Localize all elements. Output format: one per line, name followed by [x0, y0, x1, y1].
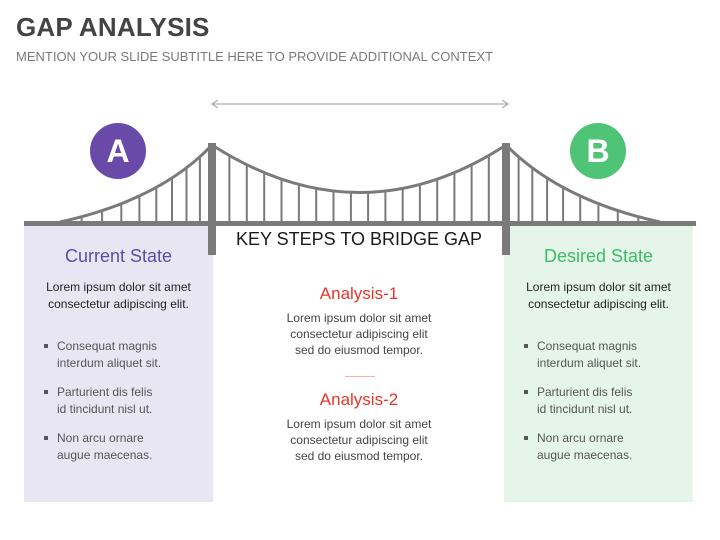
marker-b-letter: B [586, 132, 610, 169]
desired-state-bullets: Consequat magnis interdum aliquet sit. P… [522, 338, 685, 476]
current-state-heading: Current State [64, 246, 173, 266]
marker-b-circle: B [570, 123, 626, 179]
bridge-tower-right [502, 143, 510, 255]
desired-state-heading: Desired State [543, 246, 654, 266]
bullet-line: Parturient dis felis [57, 385, 153, 399]
desired-state-desc-line: Lorem ipsum dolor sit amet [526, 280, 671, 294]
bullet-line: Parturient dis felis [537, 385, 633, 399]
analysis-1-heading: Analysis-1 [319, 284, 399, 303]
current-state-bullet: Consequat magnis interdum aliquet sit. [42, 338, 205, 372]
analysis-line: sed do eiusmod tempor. [294, 449, 424, 463]
bridge-main-cable-left [59, 143, 214, 224]
current-state-desc-line: consectetur adipiscing elit. [48, 297, 189, 311]
key-steps-heading: KEY STEPS TO BRIDGE GAP [235, 229, 483, 249]
desired-state-bullet: Non arcu ornare augue maecenas. [522, 430, 685, 464]
bridge-main-cable-right [504, 143, 661, 224]
analysis-divider [345, 376, 375, 377]
current-state-bullet: Parturient dis felis id tincidunt nisl u… [42, 384, 205, 418]
bullet-line: interdum aliquet sit. [57, 356, 162, 370]
analysis-line: consectetur adipiscing elit [290, 433, 428, 447]
analysis-line: Lorem ipsum dolor sit amet [286, 311, 432, 325]
desired-state-desc-line: consectetur adipiscing elit. [528, 297, 669, 311]
current-state-desc-line: Lorem ipsum dolor sit amet [46, 280, 191, 294]
current-state-bullets: Consequat magnis interdum aliquet sit. P… [42, 338, 205, 476]
bullet-line: id tincidunt nisl ut. [537, 402, 633, 416]
bridge-tower-left [208, 143, 216, 255]
analysis-1-text: Lorem ipsum dolor sit amet consectetur a… [214, 310, 504, 358]
bullet-line: augue maecenas. [57, 448, 153, 462]
marker-a-circle: A [90, 123, 146, 179]
desired-state-bullet: Parturient dis felis id tincidunt nisl u… [522, 384, 685, 418]
bullet-line: Non arcu ornare [537, 431, 624, 445]
bullet-line: interdum aliquet sit. [537, 356, 642, 370]
bullet-line: augue maecenas. [537, 448, 633, 462]
current-state-bullet: Non arcu ornare augue maecenas. [42, 430, 205, 464]
analysis-line: consectetur adipiscing elit [290, 327, 428, 341]
page-title: GAP ANALYSIS [16, 12, 210, 42]
analysis-line: Lorem ipsum dolor sit amet [286, 417, 432, 431]
bridge-hangers [80, 155, 640, 222]
bullet-line: Consequat magnis [537, 339, 638, 353]
desired-state-bullet: Consequat magnis interdum aliquet sit. [522, 338, 685, 372]
current-state-panel: Current State Lorem ipsum dolor sit amet… [24, 226, 213, 502]
bridge-deck [24, 221, 696, 226]
span-arrow [211, 99, 509, 109]
analysis-2-text: Lorem ipsum dolor sit amet consectetur a… [214, 416, 504, 464]
desired-state-description: Lorem ipsum dolor sit amet consectetur a… [504, 279, 693, 313]
analysis-line: sed do eiusmod tempor. [294, 343, 424, 357]
bullet-line: Consequat magnis [57, 339, 158, 353]
current-state-description: Lorem ipsum dolor sit amet consectetur a… [24, 279, 213, 313]
bridge-main-cable-center [211, 143, 507, 194]
desired-state-panel: Desired State Lorem ipsum dolor sit amet… [504, 226, 693, 502]
marker-a-letter: A [106, 132, 130, 169]
page-subtitle: MENTION YOUR SLIDE SUBTITLE HERE TO PROV… [16, 49, 493, 64]
bullet-line: Non arcu ornare [57, 431, 144, 445]
bullet-line: id tincidunt nisl ut. [57, 402, 153, 416]
analysis-2-heading: Analysis-2 [319, 390, 399, 409]
